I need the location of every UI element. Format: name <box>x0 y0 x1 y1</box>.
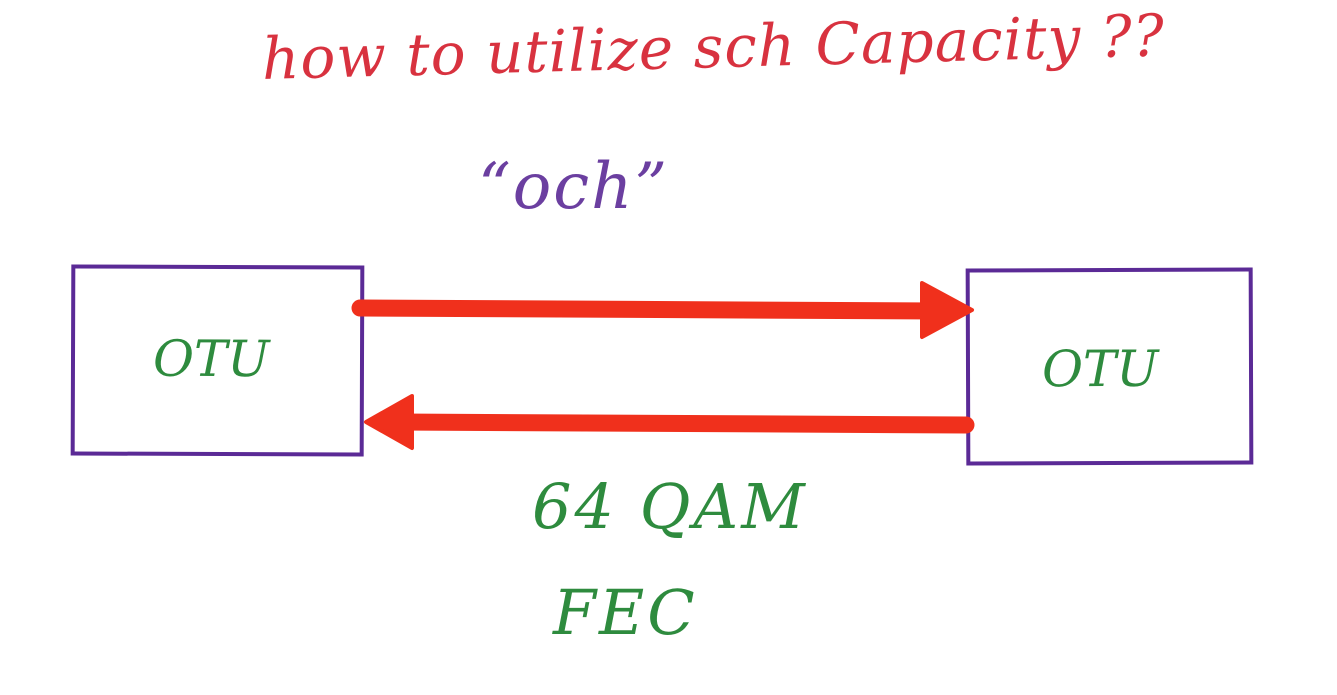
arrow-forward-shaft <box>351 299 949 320</box>
fec-label: FEC <box>553 576 698 649</box>
arrow-forward <box>351 281 974 339</box>
modulation-label: 64 QAM <box>532 470 808 543</box>
arrow-reverse-shaft <box>387 413 975 434</box>
arrow-forward-head <box>920 281 974 339</box>
arrow-reverse-head <box>364 394 414 450</box>
arrow-reverse <box>364 394 975 450</box>
channel-label: “och” <box>478 150 670 224</box>
